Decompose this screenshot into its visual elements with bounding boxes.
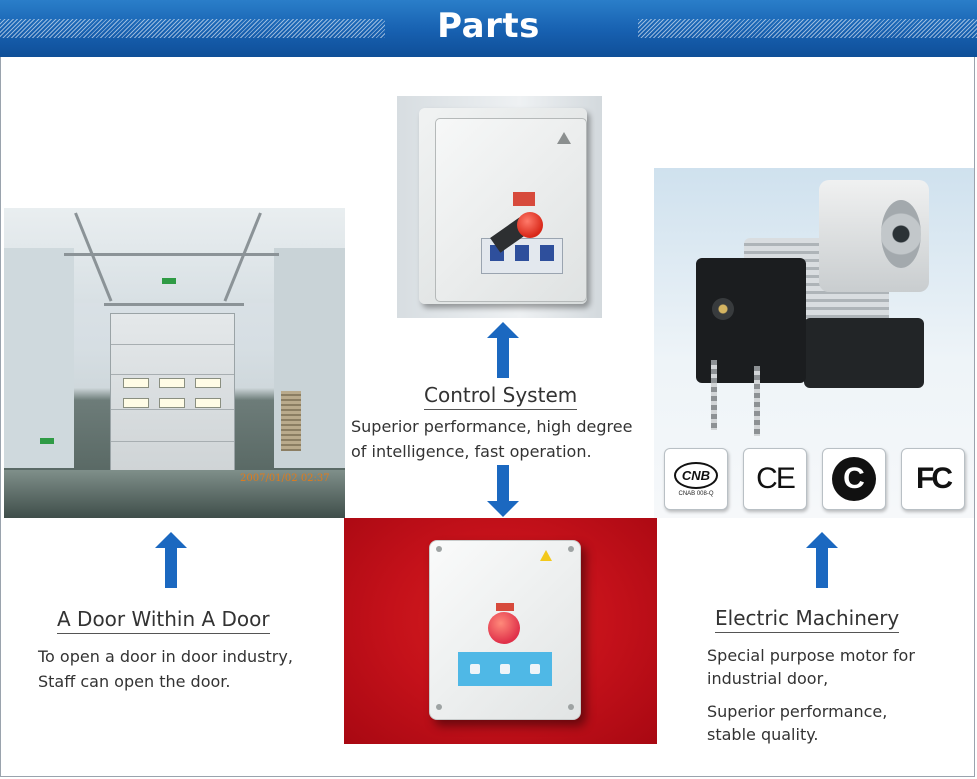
wall-vent xyxy=(281,391,301,451)
fc-label: FC xyxy=(916,462,953,495)
photo-timestamp: 2007/01/02 02:37 xyxy=(240,473,330,484)
ce-label: CE xyxy=(756,462,796,495)
arrow-up-icon xyxy=(806,532,838,588)
arrow-down-icon xyxy=(487,465,519,517)
door-within-door-desc-line2: Staff can open the door. xyxy=(38,672,231,691)
electric-machinery-desc-line4: stable quality. xyxy=(707,725,819,744)
cnb-label: CNB xyxy=(673,461,719,489)
controller-button xyxy=(530,664,540,674)
exit-sign xyxy=(40,438,54,444)
ccc-certification-icon: C xyxy=(822,448,886,510)
warning-triangle-icon xyxy=(540,550,552,561)
sectional-door xyxy=(110,313,235,473)
door-window xyxy=(123,378,149,388)
arrow-up-icon xyxy=(155,532,187,588)
arrow-shaft xyxy=(165,548,177,588)
door-window xyxy=(159,398,185,408)
hand-chain xyxy=(711,360,717,430)
cnb-certification-icon: CNB CNAB 008-Q xyxy=(664,448,728,510)
controller-button-panel xyxy=(458,652,552,686)
arrow-shaft xyxy=(816,548,828,588)
emergency-stop-knob xyxy=(517,212,543,238)
arrow-shaft xyxy=(497,465,509,501)
control-system-desc-line2: of intelligence, fast operation. xyxy=(351,442,592,461)
remote-controller-photo xyxy=(344,518,657,744)
control-button xyxy=(515,245,529,261)
arrow-head xyxy=(487,322,519,338)
page-header: Parts xyxy=(0,0,977,57)
electric-machinery-desc-line1: Special purpose motor for xyxy=(707,646,915,665)
door-window xyxy=(123,398,149,408)
electric-machinery-desc-line3: Superior performance, xyxy=(707,702,888,721)
screw xyxy=(436,546,442,552)
door-within-door-heading: A Door Within A Door xyxy=(57,607,270,634)
door-window xyxy=(195,378,221,388)
door-panel-line xyxy=(111,344,234,345)
screw xyxy=(568,704,574,710)
electric-machinery-heading: Electric Machinery xyxy=(715,606,900,633)
control-box-photo xyxy=(397,96,602,318)
door-panel-line xyxy=(111,374,234,375)
screw xyxy=(436,704,442,710)
motor-base xyxy=(804,318,924,388)
control-system-desc-line1: Superior performance, high degree xyxy=(351,417,633,436)
door-within-door-desc-line1: To open a door in door industry, xyxy=(38,647,293,666)
arrow-up-icon xyxy=(487,322,519,378)
motor-gearbox xyxy=(819,180,929,292)
controller-label xyxy=(496,603,514,611)
door-panel-line xyxy=(111,409,234,410)
photo-rail xyxy=(64,253,279,256)
emergency-stop-knob xyxy=(488,612,520,644)
controller-button xyxy=(500,664,510,674)
arrow-head xyxy=(155,532,187,548)
photo-wall-left xyxy=(4,248,74,468)
control-box-lid xyxy=(435,118,587,302)
exit-sign xyxy=(162,278,176,284)
arrow-head xyxy=(806,532,838,548)
control-system-heading: Control System xyxy=(424,383,578,410)
arrow-shaft xyxy=(497,338,509,378)
control-button xyxy=(540,245,554,261)
page-title: Parts xyxy=(437,6,540,46)
header-stripes-right xyxy=(638,19,977,38)
fcc-certification-icon: FC xyxy=(901,448,965,510)
arrow-head xyxy=(487,501,519,517)
hand-chain xyxy=(754,366,760,436)
certification-badges: CNB CNAB 008-Q CE C FC xyxy=(660,448,972,514)
ccc-mark: C xyxy=(832,457,876,501)
door-window xyxy=(195,398,221,408)
electric-machinery-desc-line2: industrial door, xyxy=(707,669,829,688)
photo-rail xyxy=(104,303,244,306)
door-within-door-photo: 2007/01/02 02:37 xyxy=(4,208,345,518)
door-window xyxy=(159,378,185,388)
control-box-label xyxy=(513,192,535,206)
ce-certification-icon: CE xyxy=(743,448,807,510)
photo-floor xyxy=(4,470,345,518)
ccc-label: C xyxy=(843,462,865,495)
controller-button xyxy=(470,664,480,674)
screw xyxy=(568,546,574,552)
warning-triangle-icon xyxy=(557,132,571,144)
motor-shaft xyxy=(712,298,734,320)
gearbox-hub xyxy=(881,200,921,268)
door-panel-line xyxy=(111,441,234,442)
cnb-sub-label: CNAB 008-Q xyxy=(678,490,714,497)
header-stripes-left xyxy=(0,19,385,38)
